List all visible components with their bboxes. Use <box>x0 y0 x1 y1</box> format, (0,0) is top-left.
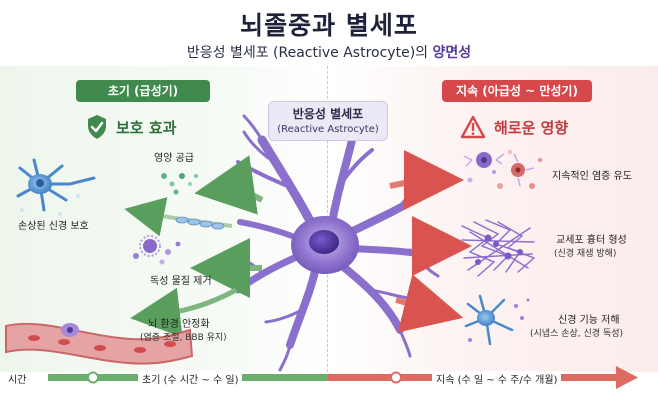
label-nerve-function-sub: (시냅스 손상, 신경 독성) <box>530 329 623 339</box>
subtitle-main: 반응성 별세포 (Reactive Astrocyte)의 <box>186 45 433 61</box>
astrocyte-label-en: (Reactive Astrocyte) <box>277 124 379 135</box>
timeline-axis-label: 시간 <box>8 375 27 386</box>
red-arrow-2 <box>411 215 472 276</box>
label-neuron-protection: 손상된 신경 보호 <box>18 221 89 232</box>
harmful-title: 해로운 영향 <box>494 119 569 137</box>
label-environment-stabilization-sub: (염증 조절, BBB 유지) <box>140 333 227 343</box>
red-arrow-1 <box>389 150 464 211</box>
neuron-halo <box>20 194 80 216</box>
shield-check-icon <box>88 115 106 139</box>
page-subtitle: 반응성 별세포 (Reactive Astrocyte)의 양면성 <box>0 42 658 62</box>
inflammation-cells <box>467 150 542 189</box>
toxic-particles <box>133 235 181 265</box>
impaired-neuron-body <box>477 310 495 326</box>
glial-scar-mesh <box>461 219 536 277</box>
protective-title: 보호 효과 <box>116 119 177 137</box>
timeline-late-marker <box>390 371 402 384</box>
label-nutrient-supply: 영양 공급 <box>154 153 194 164</box>
red-arrow-3 <box>395 274 464 333</box>
blood-vessel <box>5 322 194 365</box>
timeline-late-label: 지속 (수 일 ~ 수 주/수 개월) <box>432 371 562 386</box>
protective-title-group: 보호 효과 <box>86 114 226 140</box>
subtitle-highlight: 양면성 <box>432 45 472 61</box>
warning-triangle-icon <box>460 115 486 139</box>
label-environment-stabilization: 뇌 환경 안정화 <box>148 319 210 330</box>
astrocyte-nucleus <box>309 230 339 254</box>
green-arrow-4 <box>130 287 238 338</box>
astrocyte-label-ko: 반응성 별세포 <box>292 107 364 121</box>
label-glial-scar: 교세포 흉터 형성 <box>556 235 627 246</box>
early-phase-badge: 초기 (급성기) <box>76 80 210 102</box>
vesicle-chain <box>175 216 225 230</box>
timeline-arrow-head <box>616 366 638 389</box>
page-title: 뇌졸중과 별세포 <box>240 11 418 40</box>
scar-nodes <box>475 234 523 265</box>
nutrient-dots <box>161 173 198 195</box>
red-blood-cells <box>28 335 176 353</box>
late-phase-badge: 지속 (아급성 ~ 만성기) <box>442 80 592 102</box>
timeline-early-label: 초기 (수 시간 ~ 수 일) <box>138 371 243 386</box>
astrocyte-label-box: 반응성 별세포 (Reactive Astrocyte) <box>268 101 388 141</box>
inflammation-star-cells <box>463 153 535 187</box>
label-persistent-inflammation: 지속적인 염증 유도 <box>552 171 632 182</box>
label-toxin-removal: 독성 물질 제거 <box>150 276 212 287</box>
green-arrow-1 <box>194 155 264 215</box>
timeline-early-marker <box>87 371 99 384</box>
neurotoxic-particles <box>468 298 530 342</box>
label-glial-scar-sub: (신경 재생 방해) <box>554 249 617 259</box>
label-nerve-function: 신경 기능 저해 <box>558 315 620 326</box>
harmful-title-group: 해로운 영향 <box>460 114 620 140</box>
